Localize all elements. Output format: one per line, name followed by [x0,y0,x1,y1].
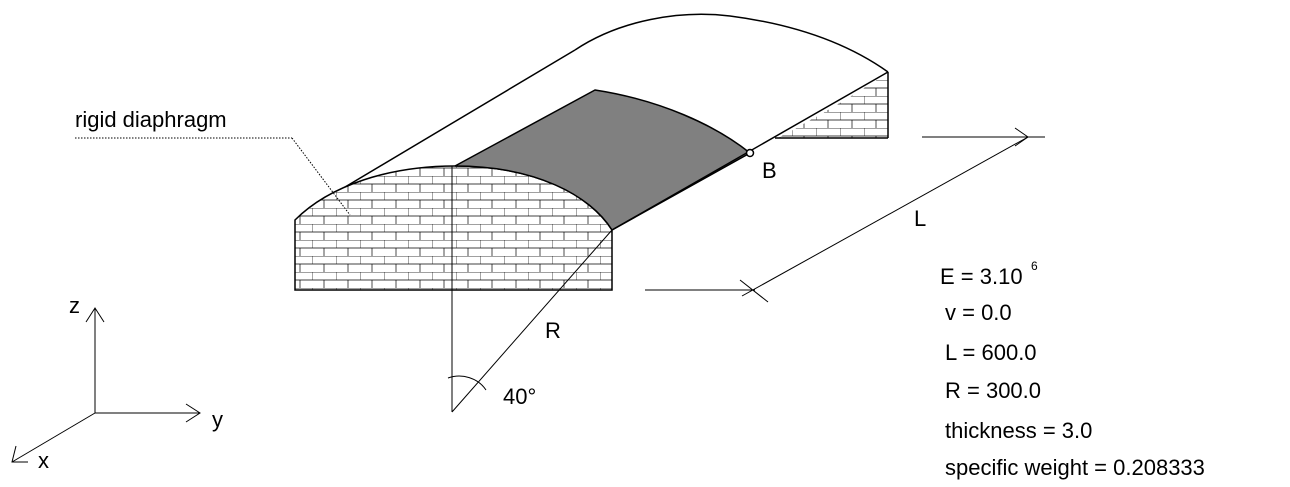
point-b-marker [745,148,755,158]
length-label: L [914,206,926,231]
param-e-exponent: 6 [1031,259,1038,273]
radius-label: R [545,318,561,343]
x-axis-arrow [11,445,28,463]
rigid-diaphragm-label: rigid diaphragm [75,107,227,132]
param-e: E = 3.10 [940,264,1023,289]
angle-arc [447,375,487,391]
point-b-label: B [762,158,777,183]
back-diaphragm [775,72,888,138]
x-axis [11,412,96,463]
param-nu: v = 0.0 [945,300,1012,325]
angle-label: 40° [503,384,536,409]
rigid-diaphragm-leader [291,137,351,216]
top-generator-left [329,49,576,197]
far-arc [574,13,889,73]
length-dimension-line [741,136,1029,297]
z-axis-label: z [69,293,80,318]
param-l: L = 600.0 [945,340,1037,365]
radius-line [451,229,613,413]
param-r: R = 300.0 [945,378,1041,403]
param-specific-weight: specific weight = 0.208333 [945,455,1205,480]
length-tick-bottom [739,279,769,303]
y-axis-arrow [185,403,201,423]
param-thickness: thickness = 3.0 [945,418,1092,443]
z-axis-arrow [85,307,105,323]
y-axis-label: y [212,407,223,432]
x-axis-label: x [38,448,49,473]
